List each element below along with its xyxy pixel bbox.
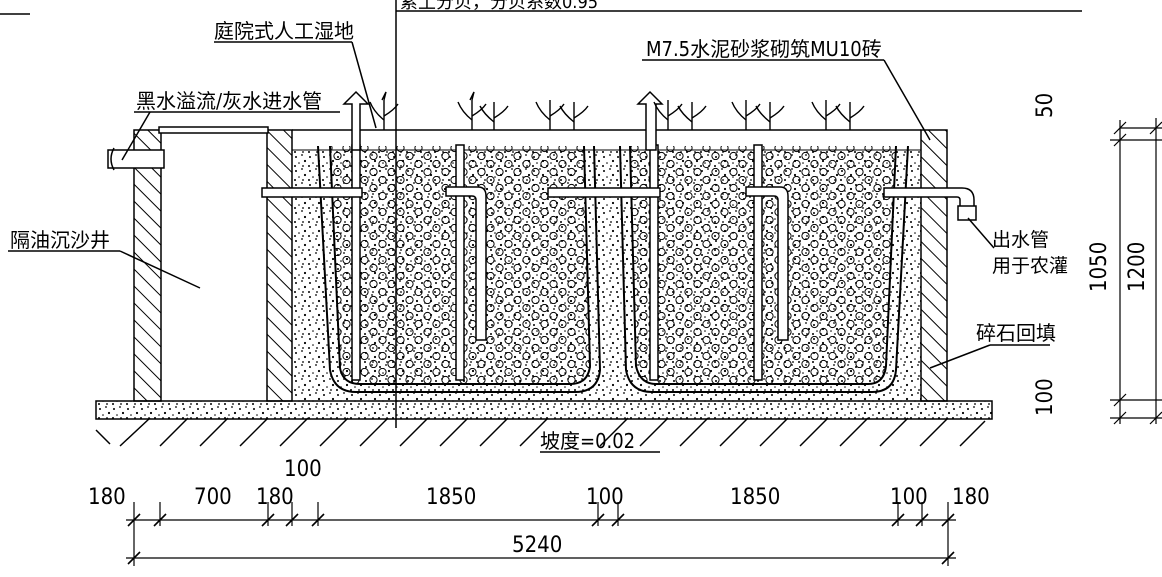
slope-label: 坡度=0.02 <box>540 429 635 453</box>
plants <box>369 91 865 130</box>
dim-right-1050: 1050 <box>1087 242 1112 292</box>
dim-bottom-100-b: 100 <box>586 485 624 510</box>
dim-bottom-700: 700 <box>194 485 232 510</box>
well-cover <box>158 126 269 134</box>
gravel-fill-label: 碎石回填 <box>976 321 1056 345</box>
dim-right-50: 50 <box>1033 93 1058 118</box>
dim-bottom-180-c: 180 <box>952 485 990 510</box>
dim-bottom-1850-b: 1850 <box>730 485 780 510</box>
well-right-wall <box>266 129 293 402</box>
outlet-pipe-label-2: 用于农灌 <box>992 255 1068 277</box>
inlet-pipe-label: 黑水溢流/灰水进水管 <box>136 89 322 113</box>
dim-bottom-total: 5240 <box>512 533 562 558</box>
right-dimensions <box>1110 118 1162 425</box>
dim-right-1200: 1200 <box>1125 242 1150 292</box>
top-note: 累土分贝，分贝系数0.95 <box>0 0 1082 15</box>
dim-right-100: 100 <box>1033 378 1058 416</box>
vent-arrows <box>342 90 664 151</box>
bottom-dimensions <box>126 502 956 566</box>
outlet-pipe-label-1: 出水管 <box>992 229 1049 251</box>
inlet-pipe <box>107 147 165 171</box>
dim-bottom-100-c: 100 <box>890 485 928 510</box>
dim-bottom-180-b: 180 <box>256 485 294 510</box>
dim-bottom-180-a: 180 <box>88 485 126 510</box>
wetland-right-wall <box>920 129 948 402</box>
distribution-pipes <box>261 144 977 381</box>
brick-label: M7.5水泥砂浆砌筑MU10砖 <box>646 37 882 61</box>
liner-cell-left <box>317 145 602 393</box>
wetland-label: 庭院式人工湿地 <box>214 19 354 43</box>
dim-bottom-100-a: 100 <box>284 457 322 482</box>
grit-well-label: 隔油沉沙井 <box>10 228 110 252</box>
ground-hatch <box>95 417 986 447</box>
liner-cell-right <box>619 145 909 393</box>
base-slab <box>95 400 993 420</box>
top-note-text: 累土分贝，分贝系数0.95 <box>400 0 598 13</box>
well-left-wall <box>133 129 162 402</box>
dim-bottom-1850-a: 1850 <box>426 485 476 510</box>
leader-lines <box>8 0 1050 453</box>
